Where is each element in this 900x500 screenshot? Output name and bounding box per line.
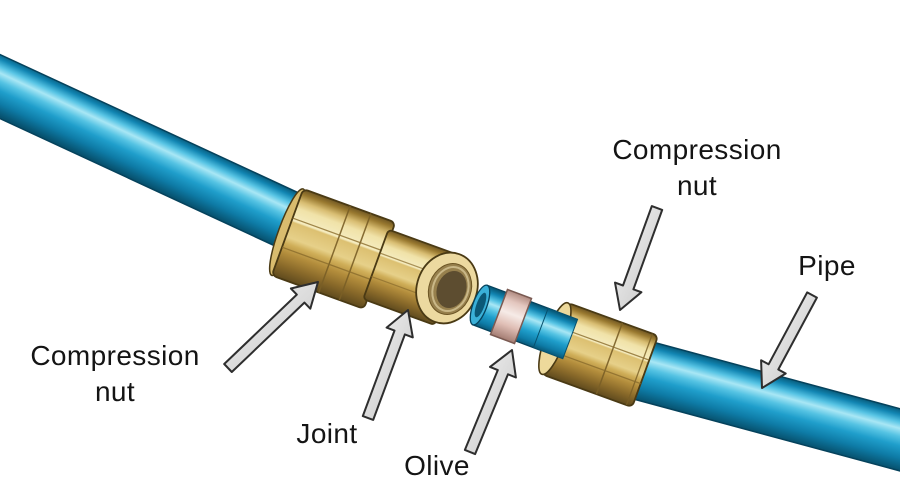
joint-bore-hole <box>436 270 467 309</box>
arrow-to-left-compression-nut-icon <box>223 281 319 373</box>
nut-groove <box>318 205 351 293</box>
arrow-to-right-compression-nut-icon <box>614 205 664 311</box>
nut-groove <box>338 213 372 301</box>
label-compression-nut-left: Compression nut <box>0 338 230 410</box>
arrow-to-joint-icon <box>361 309 414 421</box>
label-pipe: Pipe <box>798 250 856 281</box>
pipe-stub-bore <box>474 292 487 318</box>
label-line: nut <box>94 376 136 407</box>
label-olive: Olive <box>404 450 470 481</box>
label-line: Compression <box>612 134 782 165</box>
pipe-stub-entering-nut <box>532 307 579 360</box>
nut-facet-edge <box>281 246 375 282</box>
nut-facet-edge <box>550 350 641 385</box>
nut-facet-edge <box>292 217 385 253</box>
nut-facet-edge <box>558 326 650 361</box>
arrow-to-pipe-icon <box>760 291 818 389</box>
label-compression-nut-top: Compression nut <box>557 132 837 204</box>
nut-groove <box>595 322 624 395</box>
arrow-to-olive-icon <box>463 349 517 456</box>
label-joint: Joint <box>296 418 358 449</box>
joint-bore-ring <box>431 266 470 312</box>
label-line: Compression <box>30 340 200 371</box>
olive-ring <box>489 288 533 345</box>
nut-groove <box>625 333 654 406</box>
label-line: nut <box>676 170 718 201</box>
